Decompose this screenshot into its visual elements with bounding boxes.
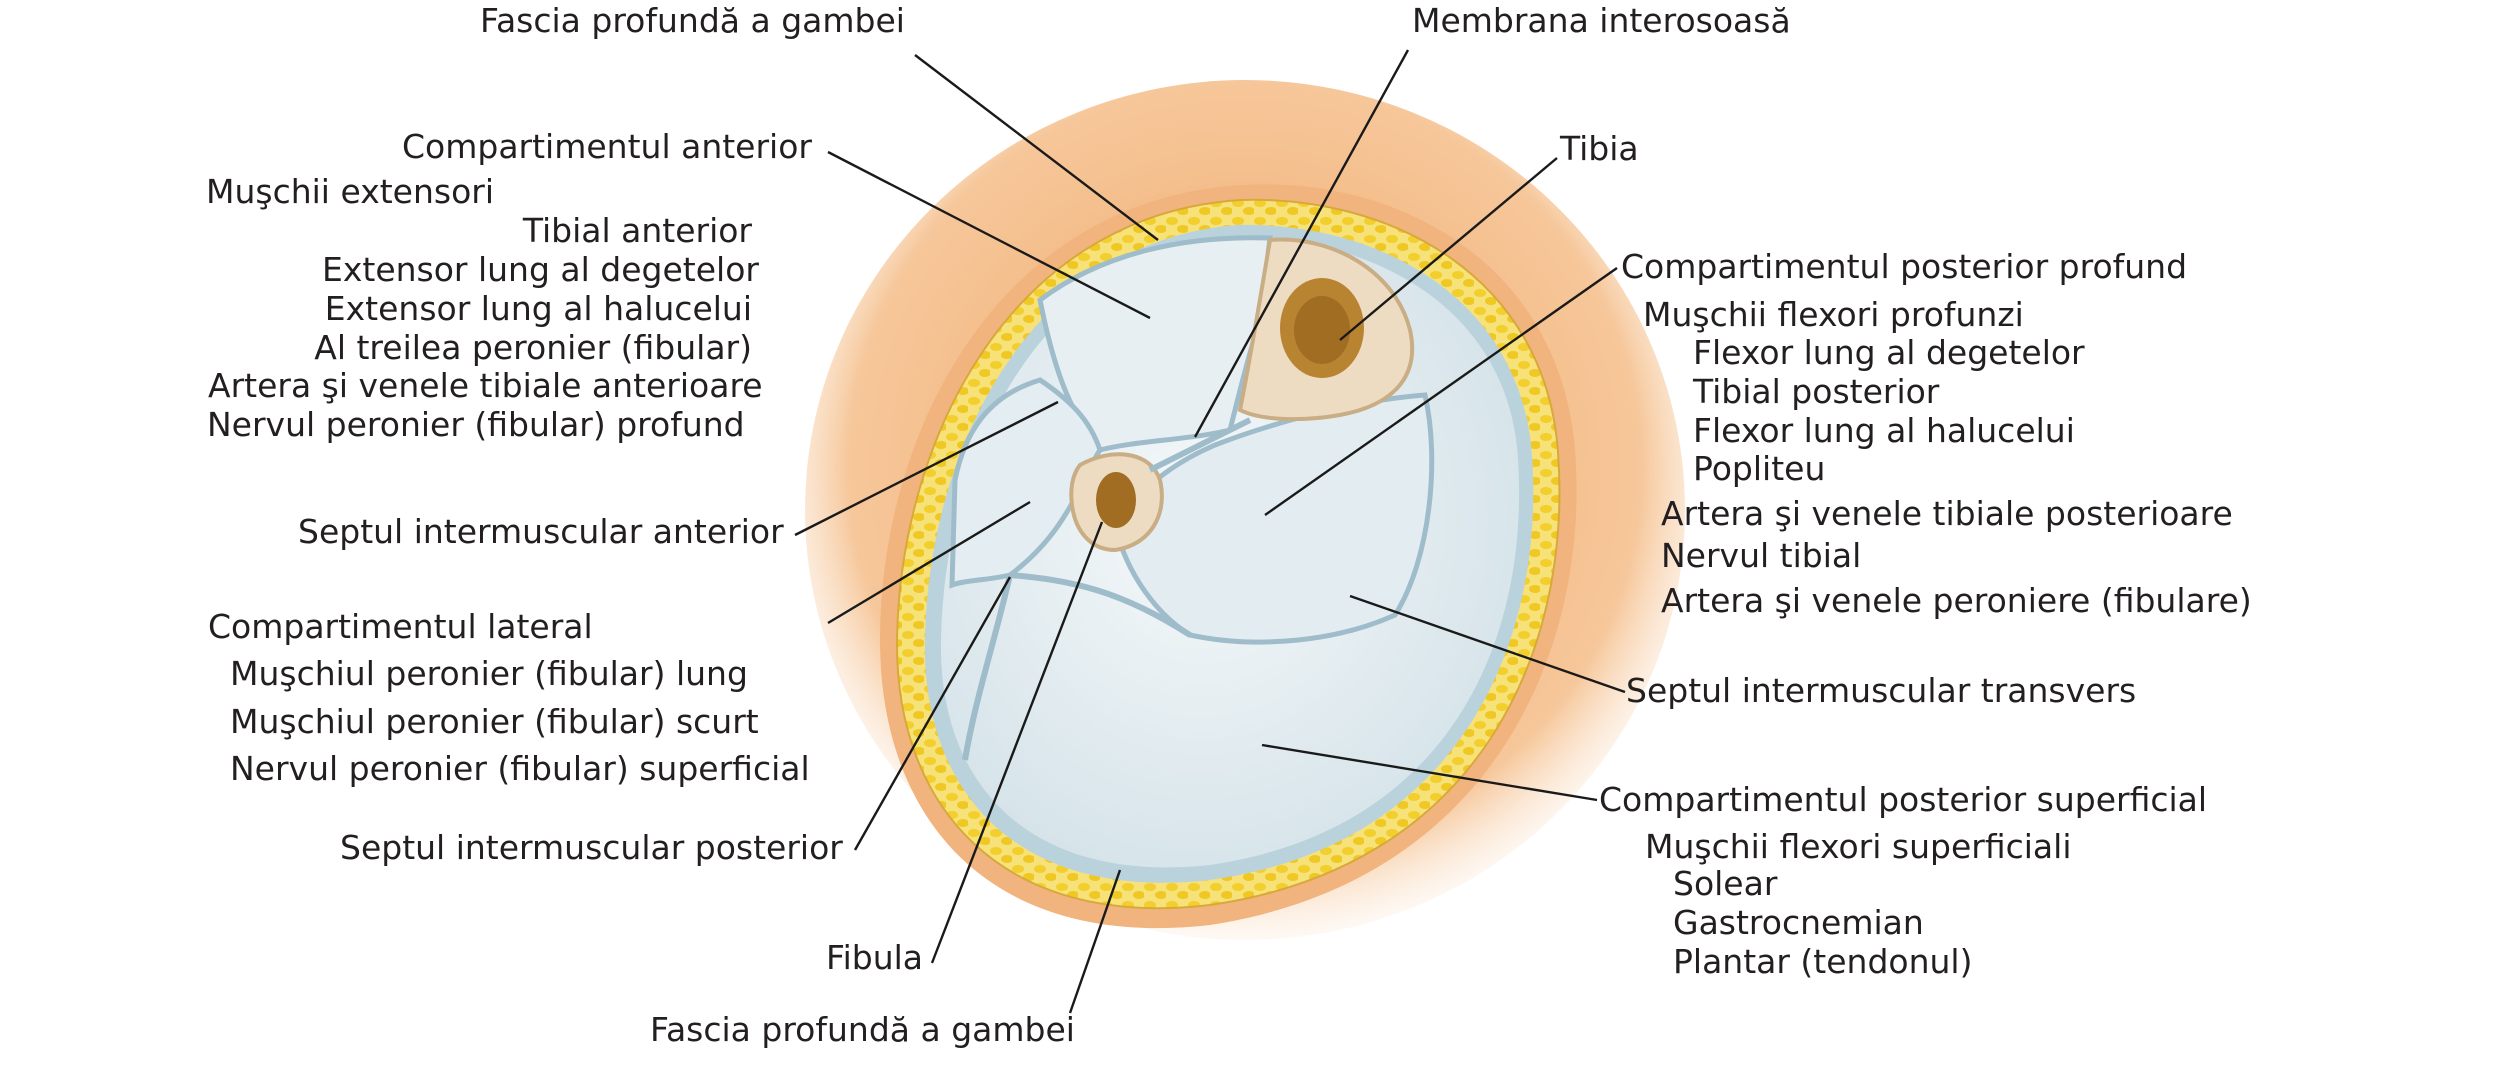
superficial-item-2: Gastrocnemian <box>1673 903 1924 942</box>
anterior-item-3: Extensor lung al halucelui <box>324 289 752 328</box>
lateral-item-0: Muşchiul peronier (fibular) lung <box>230 654 748 693</box>
interosseous-membrane <box>1148 417 1252 473</box>
anterior-item-1: Tibial anterior <box>522 211 752 250</box>
profund-item-3: Flexor lung al halucelui <box>1693 411 2075 450</box>
profund-item-7: Artera şi venele peroniere (fibulare) <box>1661 581 2252 620</box>
label-fascia-bottom: Fascia profundă a gambei <box>650 1010 1075 1049</box>
fibula-marrow <box>1096 472 1136 528</box>
label-comp-anterior: Compartimentul anterior <box>402 127 812 166</box>
anterior-item-2: Extensor lung al degetelor <box>322 250 759 289</box>
leader-lines <box>794 49 1626 1014</box>
lateral-item-2: Nervul peronier (fibular) superficial <box>230 749 810 788</box>
profund-item-0: Muşchii flexori profunzi <box>1643 295 2024 334</box>
anterior-item-0: Muşchii extensori <box>206 172 494 211</box>
profund-item-2: Tibial posterior <box>1693 372 1940 411</box>
label-septul-anterior: Septul intermuscular anterior <box>298 512 784 551</box>
leader-fascia-top <box>914 54 1159 241</box>
label-tibia: Tibia <box>1560 129 1639 168</box>
lateral-item-1: Muşchiul peronier (fibular) scurt <box>230 702 759 741</box>
leader-comp-post-profund <box>1264 267 1618 516</box>
profund-item-5: Artera şi venele tibiale posterioare <box>1661 494 2233 533</box>
leader-septul-transvers <box>1349 594 1626 694</box>
superficial-item-1: Solear <box>1673 864 1778 903</box>
label-septul-transvers: Septul intermuscular transvers <box>1626 671 2137 710</box>
leader-septul-anterior <box>794 400 1059 537</box>
label-comp-post-superficial: Compartimentul posterior superficial <box>1599 780 2208 819</box>
anterior-item-6: Nervul peronier (fibular) profund <box>207 405 745 444</box>
superficial-item-3: Plantar (tendonul) <box>1673 942 1973 981</box>
label-comp-post-profund: Compartimentul posterior profund <box>1621 247 2188 286</box>
leader-comp-anterior <box>827 150 1151 320</box>
posterior-septum-shape <box>962 574 1013 761</box>
label-fibula: Fibula <box>826 938 924 977</box>
leader-comp-post-superficial <box>1261 743 1598 802</box>
profund-item-4: Popliteu <box>1693 449 1826 488</box>
lateral-compartment <box>949 377 1103 589</box>
transverse-septum-shape <box>1009 572 1192 638</box>
label-comp-lateral: Compartimentul lateral <box>208 607 593 646</box>
leader-membrana <box>1193 49 1410 438</box>
label-fascia-top: Fascia profundă a gambei <box>480 1 905 40</box>
anterior-item-5: Artera şi venele tibiale anterioare <box>208 366 763 405</box>
label-septul-posterior: Septul intermuscular posterior <box>340 828 843 867</box>
leader-septul-posterior <box>853 576 1012 851</box>
superficial-item-0: Muşchii flexori superficiali <box>1645 827 2072 866</box>
leader-comp-lateral <box>827 500 1031 625</box>
profund-item-1: Flexor lung al degetelor <box>1693 333 2085 372</box>
label-membrana-interosoasa: Membrana interosoasă <box>1412 1 1791 40</box>
leader-tibia <box>1339 157 1558 341</box>
tibia-marrow-core <box>1294 296 1350 364</box>
leader-fascia-bottom <box>1068 869 1122 1014</box>
profund-item-6: Nervul tibial <box>1661 536 1862 575</box>
anterior-item-4: Al treilea peronier (fibular) <box>314 328 752 367</box>
leader-fibula <box>930 521 1104 964</box>
